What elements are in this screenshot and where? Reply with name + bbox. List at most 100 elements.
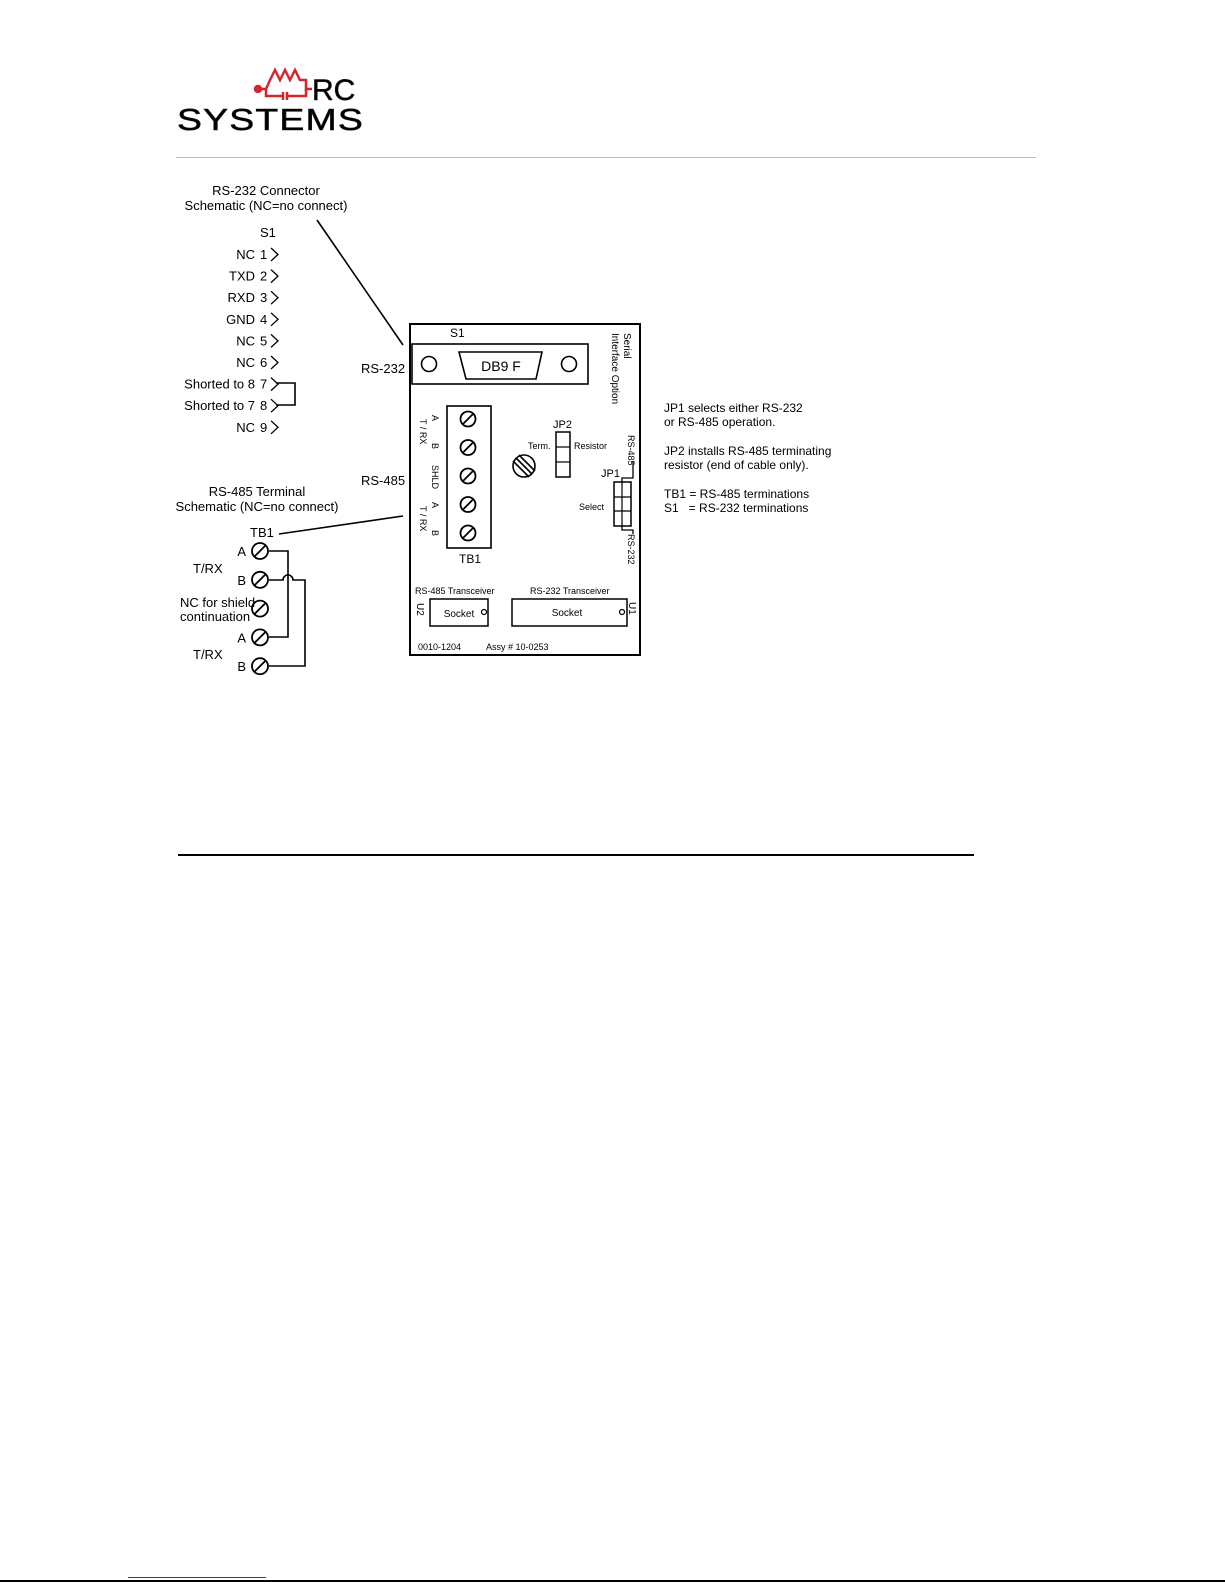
u1-socket-label: Socket	[552, 608, 583, 619]
trx-label-lower: T/RX	[193, 647, 223, 662]
u2-label: U2	[414, 603, 425, 616]
nc-shield-label: NC for shield	[180, 595, 255, 610]
screw-terminal-icon	[251, 599, 269, 618]
board-assembly-number: Assy # 10-0253	[486, 642, 549, 652]
jp2-resistor-label: Resistor	[574, 441, 607, 451]
pin-chevron-icon	[270, 333, 279, 348]
board-title-line2: Interface Option	[609, 333, 620, 404]
note-line: JP2 installs RS-485 terminating	[664, 444, 831, 458]
rs232-board-label: RS-232	[361, 361, 405, 376]
logo-rc-text: RC	[312, 74, 355, 107]
tb-side-b2: B	[430, 530, 440, 536]
note-line: S1 = RS-232 terminations	[664, 501, 808, 515]
s1-pin-label: Shorted to 8	[184, 377, 255, 392]
tb1-terminal-letter: B	[237, 573, 246, 588]
pin7-8-short-bracket	[276, 382, 296, 406]
screw-terminal-icon	[251, 628, 269, 647]
header-divider	[176, 157, 1036, 158]
rs485-schematic-callout: RS-485 Terminal Schematic (NC=no connect…	[176, 484, 339, 514]
pin-chevron-icon	[270, 312, 279, 327]
db9-label: DB9 F	[481, 358, 521, 374]
jp1-rs485-label: RS-485	[626, 435, 636, 466]
logo-systems-text: SYSTEMS	[177, 102, 364, 134]
u1-label: U1	[626, 602, 637, 615]
s1-pin-number: 3	[260, 290, 267, 305]
u1-title: RS-232 Transceiver	[530, 586, 610, 596]
s1-pin-number: 7	[260, 377, 267, 392]
board-s1-label: S1	[450, 326, 465, 340]
rc-systems-logo: RC SYSTEMS	[177, 67, 364, 134]
tb1-block-screws	[459, 410, 477, 542]
board-part-number: 0010-1204	[418, 642, 461, 652]
screw-terminal-icon	[251, 542, 269, 560]
pin-chevron-icon	[270, 377, 279, 392]
board-screw-terminal-icon	[459, 467, 477, 485]
s1-pin-label: RXD	[228, 290, 255, 305]
note-line: JP1 selects either RS-232	[664, 401, 803, 415]
s1-pin-label: TXD	[229, 269, 255, 284]
rs485-callout-title: RS-485 Terminal	[209, 484, 306, 499]
tb-side-a1: A	[430, 415, 440, 421]
note-line: TB1 = RS-485 terminations	[664, 487, 809, 501]
s1-pin-label: NC	[236, 355, 255, 370]
trx-label-upper: T/RX	[193, 561, 223, 576]
rs485-board-label: RS-485	[361, 473, 405, 488]
s1-pin-label: NC	[236, 247, 255, 262]
board-screw-terminal-icon	[459, 439, 477, 456]
board-screw-terminal-icon	[459, 524, 477, 542]
tb1-terminal-letter: B	[237, 659, 246, 674]
jp2-jumper	[555, 431, 571, 478]
diagram-notes: JP1 selects either RS-232 or RS-485 oper…	[664, 401, 831, 515]
interface-board-outline	[409, 323, 641, 656]
jp1-select-label: Select	[579, 502, 605, 512]
jp1-label: JP1	[601, 468, 620, 480]
u2-socket-label: Socket	[444, 609, 475, 620]
tb-side-b1: B	[430, 443, 440, 449]
s1-pin-label: Shorted to 7	[184, 398, 255, 413]
screw-terminal-icon	[251, 570, 269, 589]
board-screw-terminal-icon	[459, 410, 477, 428]
rs232-leader-line	[316, 219, 404, 346]
tb1-side-labels: A B T / RX SHLD A B T / RX	[418, 415, 440, 536]
rs485-callout-subtitle: Schematic (NC=no connect)	[176, 499, 339, 514]
s1-pin-number: 4	[260, 312, 267, 327]
jp2-term-label: Term.	[528, 441, 551, 451]
s1-pin-number: 1	[260, 247, 267, 262]
tb-side-trx1: T / RX	[418, 419, 428, 444]
pin-chevron-icon	[270, 355, 279, 370]
jp2-label: JP2	[553, 419, 572, 431]
tb1-block-label: TB1	[459, 552, 481, 566]
board-title-line1: Serial	[621, 333, 632, 359]
s1-pin-number: 6	[260, 355, 267, 370]
note-line: or RS-485 operation.	[664, 415, 775, 429]
s1-pin-number: 5	[260, 333, 267, 348]
tb-side-trx2: T / RX	[418, 506, 428, 531]
screw-terminal-icon	[251, 657, 269, 676]
rs232-callout-subtitle: Schematic (NC=no connect)	[185, 198, 348, 213]
tb1-terminal-header: TB1	[250, 525, 274, 540]
note-line: resistor (end of cable only).	[664, 458, 809, 472]
pin-chevron-icon	[270, 290, 279, 305]
footer-link-underline[interactable]	[128, 1577, 266, 1578]
circuit-symbol-icon	[253, 67, 312, 100]
u1-socket	[511, 598, 628, 627]
tb1-terminal-letter: A	[237, 630, 246, 645]
rs232-schematic-callout: RS-232 Connector Schematic (NC=no connec…	[185, 183, 348, 213]
rs232-callout-title: RS-232 Connector	[212, 183, 320, 198]
tb-side-a2: A	[430, 502, 440, 508]
pin-chevron-icon	[270, 269, 279, 284]
board-title: Serial Interface Option	[609, 333, 632, 404]
tb1-terminal-letter: A	[237, 544, 246, 559]
nc-shield-label-2: continuation	[180, 609, 250, 624]
s1-pin-header: S1	[260, 225, 276, 240]
potentiometer-icon	[512, 454, 536, 478]
footer-divider	[0, 1580, 1225, 1582]
tb1-wiring	[269, 550, 306, 667]
board-screw-terminal-icon	[459, 496, 477, 513]
jp1-rs232-label: RS-232	[626, 534, 636, 565]
db9-connector	[411, 343, 589, 385]
s1-pin-label: NC	[236, 333, 255, 348]
